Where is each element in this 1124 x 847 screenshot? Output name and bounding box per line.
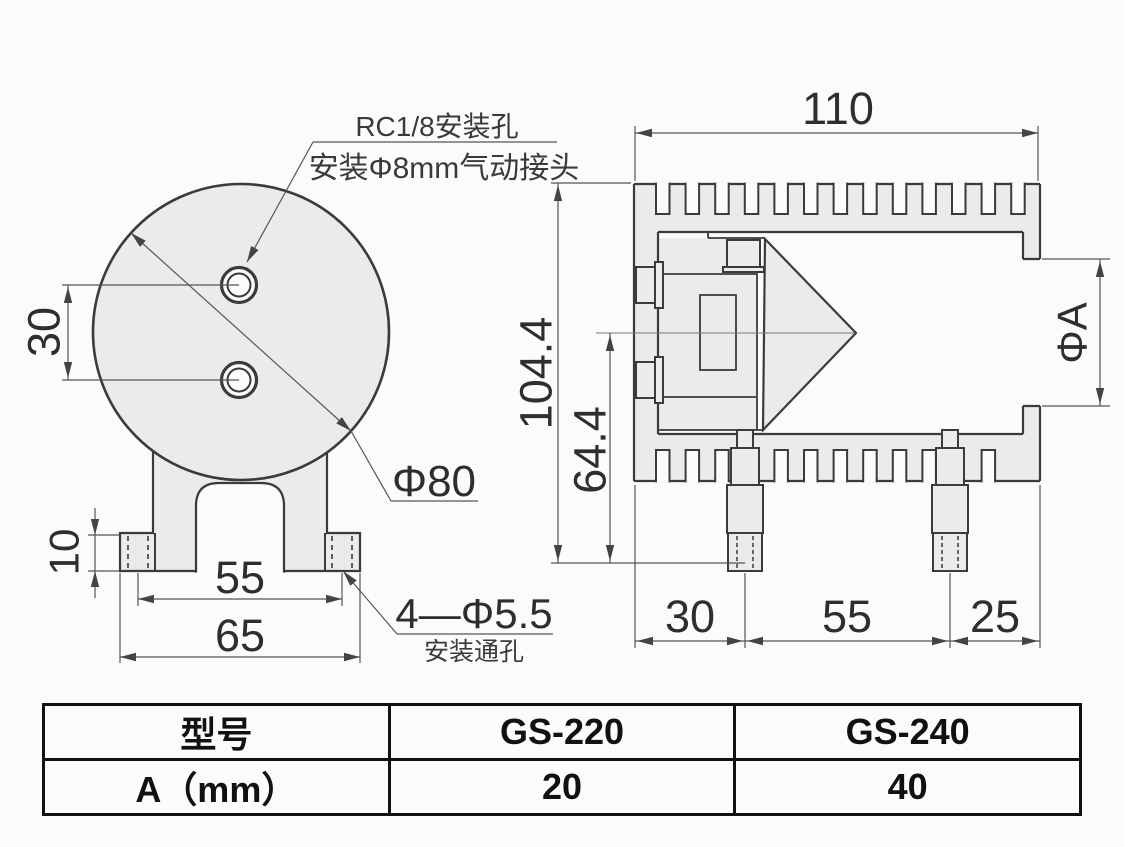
foot-hole-hidden-lines bbox=[127, 536, 353, 570]
dim-arrow bbox=[131, 233, 146, 247]
dim-arrow bbox=[952, 636, 968, 646]
comb-slot bbox=[655, 449, 671, 483]
label-diameter: Φ80 bbox=[392, 457, 476, 506]
table-row-a-value: A（mm） 20 40 bbox=[42, 758, 1082, 816]
bolt-left bbox=[726, 429, 764, 572]
comb-slot bbox=[832, 449, 849, 483]
dim-arrow bbox=[605, 335, 615, 351]
dim-arrow bbox=[247, 245, 259, 262]
label-mount-holes: 4—Φ5.5 bbox=[395, 590, 552, 637]
dim-arrow bbox=[90, 571, 100, 587]
right-view: 110 104.4 64.4 ΦA 30 55 25 bbox=[511, 83, 1110, 648]
internal-structure bbox=[596, 232, 858, 433]
dim-arrow bbox=[336, 417, 351, 431]
dim-arrow bbox=[1095, 261, 1105, 277]
comb-slot bbox=[803, 449, 819, 483]
table-row-model: 型号 GS-220 GS-240 bbox=[42, 703, 1082, 761]
dim-overall-height: 104.4 bbox=[511, 317, 562, 430]
dim-hole-spacing: 30 bbox=[19, 307, 70, 357]
dim-arrow bbox=[343, 571, 357, 586]
label-port-line2: 安装Φ8mm气动接头 bbox=[309, 152, 580, 185]
dim-arrow bbox=[747, 636, 763, 646]
dim-arrow bbox=[138, 594, 154, 604]
comb-teeth bbox=[655, 182, 1026, 483]
comb-slot bbox=[951, 182, 967, 215]
dim-arrow bbox=[553, 545, 563, 561]
dim-arrow bbox=[932, 636, 948, 646]
air-fitting-bottom bbox=[635, 356, 664, 404]
dim-bolt-pitch: 55 bbox=[822, 591, 872, 642]
dim-arrow bbox=[636, 128, 652, 138]
technical-drawing: 30 10 55 65 Φ80 RC1/8安装孔 安装Φ8mm气动接头 4—Φ5… bbox=[19, 83, 1110, 666]
comb-slot bbox=[655, 182, 671, 215]
dim-arrow bbox=[63, 362, 73, 378]
cone bbox=[761, 236, 858, 433]
dim-outlet-diameter: ΦA bbox=[1049, 302, 1096, 364]
left-view: 30 10 55 65 Φ80 RC1/8安装孔 安装Φ8mm气动接头 4—Φ5… bbox=[19, 111, 580, 666]
comb-slot bbox=[980, 182, 997, 215]
dim-overall-width: 110 bbox=[802, 83, 874, 134]
dim-arrow bbox=[1022, 128, 1038, 138]
dim-arrow bbox=[1022, 636, 1038, 646]
dim-arrow bbox=[637, 636, 653, 646]
dim-arrow bbox=[90, 519, 100, 535]
dim-arrow bbox=[344, 652, 360, 662]
dim-arrowheads bbox=[63, 128, 1105, 662]
table-cell-a-gs240: 40 bbox=[733, 758, 1082, 816]
comb-slot bbox=[862, 449, 878, 483]
dim-arrow bbox=[63, 287, 73, 303]
comb-slot bbox=[980, 449, 997, 483]
dim-lower-height: 64.4 bbox=[565, 406, 616, 494]
top-fitting-plate bbox=[722, 266, 765, 273]
dim-flange-thickness: 10 bbox=[41, 529, 88, 576]
air-fitting-top bbox=[635, 261, 664, 309]
comb-slot bbox=[714, 449, 730, 483]
table-cell-model-header: 型号 bbox=[42, 703, 391, 761]
table-cell-a-gs220: 20 bbox=[387, 758, 737, 816]
comb-slot bbox=[891, 449, 908, 483]
top-fitting bbox=[726, 239, 761, 268]
comb-slot bbox=[1010, 182, 1026, 215]
comb-slot bbox=[773, 449, 789, 483]
dim-hole-pitch: 55 bbox=[215, 552, 265, 603]
comb-slot bbox=[921, 182, 937, 215]
base-arch-opening bbox=[194, 481, 286, 573]
comb-slot bbox=[803, 182, 819, 215]
table-cell-model-gs220: GS-220 bbox=[387, 703, 737, 761]
dim-left-offset: 30 bbox=[665, 591, 715, 642]
table-cell-model-gs240: GS-240 bbox=[733, 703, 1082, 761]
dim-arrow bbox=[1095, 388, 1105, 404]
comb-slot bbox=[921, 449, 937, 483]
comb-slot bbox=[743, 182, 760, 215]
dim-base-width: 65 bbox=[215, 610, 265, 661]
right-view-dim-lines bbox=[551, 126, 1110, 648]
dim-arrow bbox=[553, 185, 563, 201]
dim-arrow bbox=[326, 594, 342, 604]
bolt-right bbox=[931, 429, 969, 572]
dim-arrow bbox=[727, 636, 743, 646]
dim-arrow bbox=[120, 652, 136, 662]
label-port-line1: RC1/8安装孔 bbox=[355, 111, 518, 142]
bolt-thread-hidden-lines bbox=[736, 536, 959, 569]
comb-slot bbox=[891, 182, 908, 215]
dim-right-offset: 25 bbox=[970, 591, 1020, 642]
dim-arrow bbox=[605, 545, 615, 561]
comb-slot bbox=[773, 182, 789, 215]
table-cell-a-header: A（mm） bbox=[42, 758, 391, 816]
spec-table: 型号 GS-220 GS-240 A（mm） 20 40 bbox=[42, 703, 1082, 816]
comb-slot bbox=[684, 182, 701, 215]
mounting-bolts bbox=[726, 429, 969, 572]
comb-slot bbox=[714, 182, 730, 215]
comb-slot bbox=[832, 182, 849, 215]
label-mount-holes-note: 安装通孔 bbox=[424, 638, 524, 666]
comb-slot bbox=[862, 182, 878, 215]
left-view-dim-lines bbox=[62, 141, 557, 663]
comb-slot bbox=[684, 449, 701, 483]
